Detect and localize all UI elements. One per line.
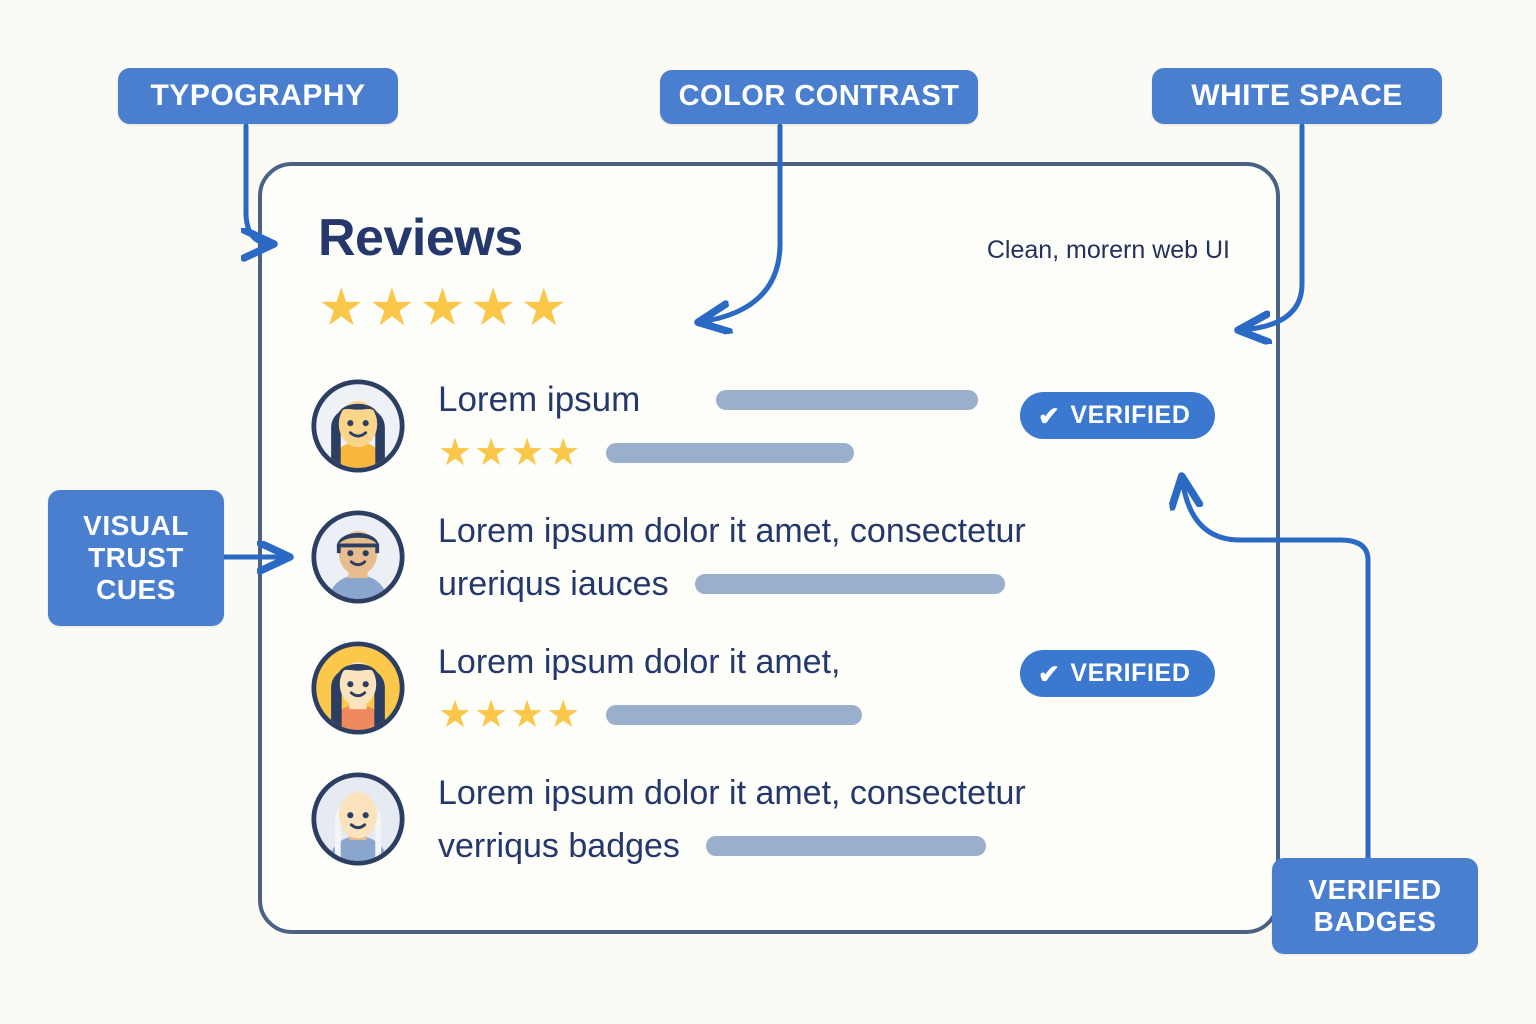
header-caption: Clean, morern web UI xyxy=(986,236,1230,264)
review-title: Lorem ipsum xyxy=(438,380,641,419)
review-row[interactable]: Lorem ipsum dolor it amet, ★ ★ ★ ★ ✔ VER… xyxy=(310,636,1246,767)
callout-visual-trust-cues-line-3: CUES xyxy=(96,574,176,606)
review-line-1: Lorem ipsum dolor it amet, consectetur xyxy=(438,774,1026,812)
verified-badge[interactable]: ✔ VERIFIED xyxy=(1020,392,1215,439)
review-list: Lorem ipsum ★ ★ ★ ★ ✔ VERIFIED xyxy=(310,374,1246,898)
verified-badge-label: VERIFIED xyxy=(1070,401,1191,429)
star-icon[interactable]: ★ xyxy=(520,279,568,337)
star-icon[interactable]: ★ xyxy=(474,432,509,474)
review-rating-stars[interactable]: ★ ★ ★ ★ xyxy=(438,434,580,472)
page-title: Reviews xyxy=(318,209,523,267)
avatar-woman-yellow-bg-icon xyxy=(310,640,406,736)
callout-color-contrast[interactable]: COLOR CONTRAST xyxy=(660,70,978,124)
review-body: Lorem ipsum dolor it amet, consectetur v… xyxy=(438,767,1246,869)
callout-visual-trust-cues-line-1: VISUAL xyxy=(83,509,189,541)
avatar-man-navy-hair-icon xyxy=(310,509,406,605)
callout-visual-trust-cues[interactable]: VISUAL TRUST CUES xyxy=(48,490,224,626)
placeholder-bar xyxy=(716,390,978,410)
placeholder-bar xyxy=(606,705,863,725)
placeholder-bar xyxy=(705,836,986,856)
review-body: Lorem ipsum dolor it amet, ★ ★ ★ ★ xyxy=(438,636,1246,738)
placeholder-bar xyxy=(694,574,1005,594)
star-icon[interactable]: ★ xyxy=(510,694,545,736)
callout-verified-badges[interactable]: VERIFIED BADGES xyxy=(1272,858,1478,954)
check-icon: ✔ xyxy=(1038,658,1061,689)
star-icon[interactable]: ★ xyxy=(469,279,517,337)
callout-white-space-line-1: WHITE SPACE xyxy=(1191,78,1403,112)
review-line-1: Lorem ipsum dolor it amet, xyxy=(438,643,841,681)
reviews-card: Reviews Clean, morern web UI ★ ★ ★ ★ ★ xyxy=(258,162,1280,934)
star-icon[interactable]: ★ xyxy=(318,279,365,337)
avatar-bald-person-icon xyxy=(310,771,406,867)
review-meta-row: ★ ★ ★ ★ xyxy=(438,692,1246,738)
review-row[interactable]: Lorem ipsum ★ ★ ★ ★ ✔ VERIFIED xyxy=(310,374,1246,505)
callout-typography-line-1: TYPOGRAPHY xyxy=(150,78,366,112)
star-icon[interactable]: ★ xyxy=(419,279,466,337)
star-icon[interactable]: ★ xyxy=(438,432,473,474)
star-icon[interactable]: ★ xyxy=(510,432,545,474)
star-icon[interactable]: ★ xyxy=(474,694,509,736)
star-icon[interactable]: ★ xyxy=(438,694,473,736)
review-body: Lorem ipsum ★ ★ ★ ★ xyxy=(438,374,1246,476)
callout-visual-trust-cues-line-2: TRUST xyxy=(88,541,184,573)
callout-white-space[interactable]: WHITE SPACE xyxy=(1152,68,1442,124)
callout-typography[interactable]: TYPOGRAPHY xyxy=(118,68,398,124)
review-line-1: Lorem ipsum dolor it amet, consectetur xyxy=(438,512,1026,550)
star-icon[interactable]: ★ xyxy=(546,694,581,736)
callout-color-contrast-line-1: COLOR CONTRAST xyxy=(678,80,960,113)
header-rating-stars[interactable]: ★ ★ ★ ★ ★ xyxy=(318,282,567,334)
callout-verified-badges-line-2: BADGES xyxy=(1313,906,1437,937)
review-rating-stars[interactable]: ★ ★ ★ ★ xyxy=(438,696,580,734)
review-row[interactable]: Lorem ipsum dolor it amet, consectetur v… xyxy=(310,767,1246,898)
star-icon[interactable]: ★ xyxy=(368,279,416,337)
review-row[interactable]: Lorem ipsum dolor it amet, consectetur u… xyxy=(310,505,1246,636)
verified-badge[interactable]: ✔ VERIFIED xyxy=(1020,650,1215,697)
star-icon[interactable]: ★ xyxy=(546,432,581,474)
verified-badge-label: VERIFIED xyxy=(1070,659,1191,687)
review-meta-row: verriqus badges xyxy=(438,823,1246,869)
review-meta-row: ★ ★ ★ ★ xyxy=(438,430,1246,476)
review-meta-row: ureriqus iauces xyxy=(438,561,1246,607)
review-line-2: ureriqus iauces xyxy=(438,565,669,603)
check-icon: ✔ xyxy=(1038,400,1061,431)
review-line-2: verriqus badges xyxy=(438,827,680,865)
avatar-woman-dark-hair-icon xyxy=(310,378,406,474)
callout-verified-badges-line-1: VERIFIED xyxy=(1308,873,1442,905)
card-header: Reviews Clean, morern web UI ★ ★ ★ ★ ★ xyxy=(318,208,1230,338)
placeholder-bar xyxy=(606,443,855,463)
review-body: Lorem ipsum dolor it amet, consectetur u… xyxy=(438,505,1246,607)
